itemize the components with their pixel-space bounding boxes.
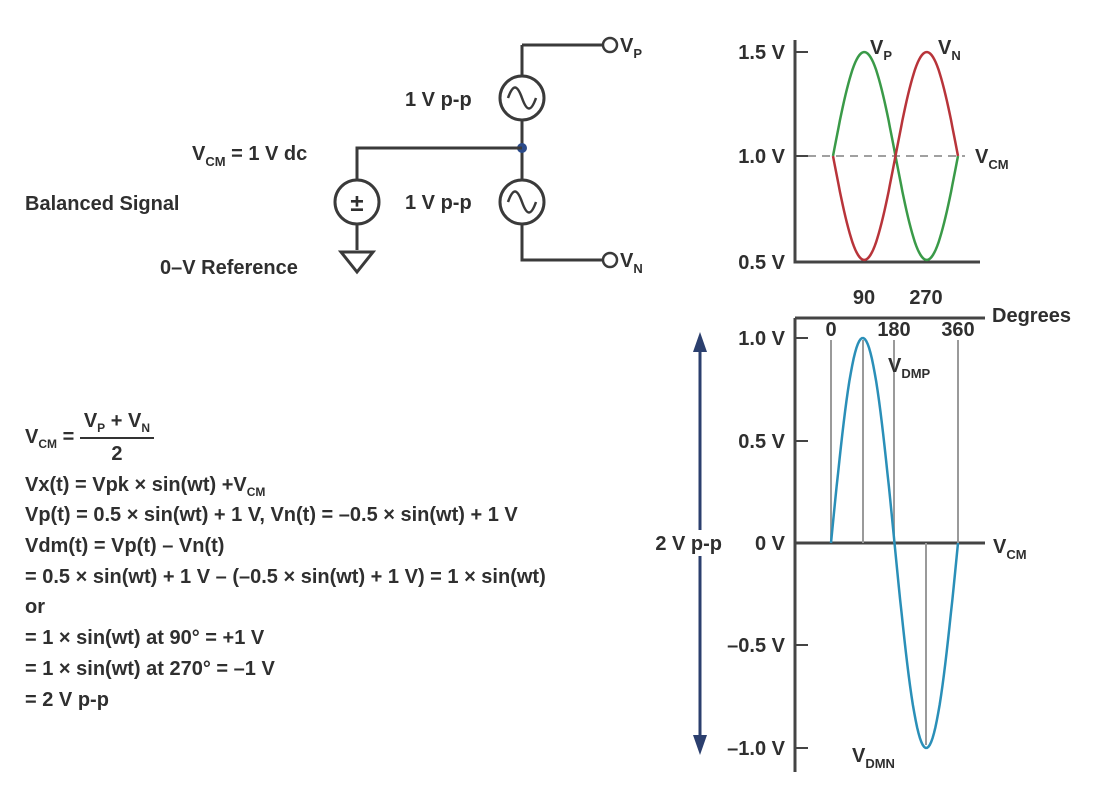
- vcm-eq-v: V: [25, 426, 39, 448]
- fraction-numerator: VP + VN: [79, 410, 154, 439]
- bottom-vcm-label: VCM: [993, 536, 1027, 562]
- vcm-eq-equals: =: [57, 426, 80, 448]
- bottom-ytick-label: 0.5 V: [738, 431, 785, 453]
- vcm-fraction: VP + VN 2: [79, 410, 154, 466]
- vcm-dc-label: VCM = 1 V dc: [192, 143, 307, 169]
- wire-vcm: [355, 146, 522, 180]
- single-ended-chart: 1.5 V 1.0 V 0.5 V 90 270 VP VN VCM: [738, 37, 1008, 309]
- equation-line: = 1 × sin(wt) at 90° = +1 V: [25, 627, 265, 649]
- bottom-xtick-label: 0: [825, 319, 836, 341]
- terminal-vn: [601, 251, 619, 269]
- top-xtick-label: 90: [853, 287, 875, 309]
- ground-symbol: [337, 250, 377, 275]
- bottom-ytick-label: –0.5 V: [727, 635, 785, 657]
- top-ytick-label: 0.5 V: [738, 252, 785, 274]
- bottom-xtick-label: 360: [941, 319, 974, 341]
- vn-curve: [831, 50, 960, 262]
- circuit: ± VP VN 1 V p-p 1 V p-p VCM = 1 V dc Bal…: [25, 35, 643, 279]
- equation-line: = 1 × sin(wt) at 270° = –1 V: [25, 658, 275, 680]
- pp-label-bg: [648, 530, 722, 556]
- eq-line1-sub: CM: [246, 485, 266, 499]
- vcm-eq-sub: CM: [38, 437, 58, 451]
- source-bottom-label: 1 V p-p: [405, 192, 472, 214]
- top-vp-series-label: VP: [870, 37, 892, 63]
- num-v: V: [83, 410, 98, 432]
- num-sub-n: N: [141, 421, 150, 435]
- top-chart-axes: [793, 40, 980, 264]
- vn-terminal-label: VN: [620, 250, 643, 276]
- terminal-vp: [601, 36, 619, 54]
- eq-line1-text: Vx(t) = Vpk × sin(wt) +V: [25, 474, 247, 496]
- num-sub-p: P: [97, 421, 106, 435]
- pp-arrow-up-head: [693, 332, 707, 352]
- vdmn-label: VDMN: [852, 745, 895, 771]
- vcm-eq-lhs: VCM =: [25, 426, 80, 451]
- top-vn-series-label: VN: [938, 37, 961, 63]
- vp-terminal-label: VP: [620, 35, 642, 61]
- balanced-signal-label: Balanced Signal: [25, 193, 180, 215]
- vdm-curve: [829, 336, 960, 750]
- pp-label: 2 V p-p: [655, 533, 722, 555]
- bottom-ytick-label: 0 V: [755, 533, 786, 555]
- top-ytick-label: 1.0 V: [738, 146, 785, 168]
- dc-source-symbol: ±: [350, 190, 363, 217]
- vcm-equation: VCM = VP + VN 2: [25, 410, 154, 466]
- sine-symbol-bottom: [506, 190, 538, 214]
- top-ytick-label: 1.5 V: [738, 42, 785, 64]
- num-plus: + V: [105, 410, 142, 432]
- degrees-axis-label: Degrees: [992, 305, 1071, 327]
- equation-line: = 2 V p-p: [25, 689, 109, 711]
- pp-arrow-down-head: [693, 735, 707, 755]
- sine-symbol-top: [506, 86, 538, 110]
- reference-label: 0–V Reference: [160, 257, 298, 279]
- top-xtick-label: 270: [909, 287, 942, 309]
- equation-line: = 0.5 × sin(wt) + 1 V – (–0.5 × sin(wt) …: [25, 566, 546, 588]
- top-vcm-label: VCM: [975, 146, 1009, 172]
- bottom-ytick-label: 1.0 V: [738, 328, 785, 350]
- fraction-denominator: 2: [111, 443, 123, 465]
- vdmp-label: VDMP: [888, 355, 931, 381]
- bottom-xtick-label: 180: [877, 319, 910, 341]
- wire-vn: [520, 224, 603, 262]
- differential-chart: 1.0 V 0.5 V 0 V –0.5 V –1.0 V 0 180 360 …: [648, 305, 1071, 772]
- equation-line: Vdm(t) = Vp(t) – Vn(t): [25, 535, 225, 557]
- source-top-label: 1 V p-p: [405, 89, 472, 111]
- equation-line: or: [25, 596, 45, 618]
- equation-line: Vp(t) = 0.5 × sin(wt) + 1 V, Vn(t) = –0.…: [25, 504, 518, 526]
- equation-line: Vx(t) = Vpk × sin(wt) +VCM: [25, 474, 265, 499]
- bottom-ytick-label: –1.0 V: [727, 738, 785, 760]
